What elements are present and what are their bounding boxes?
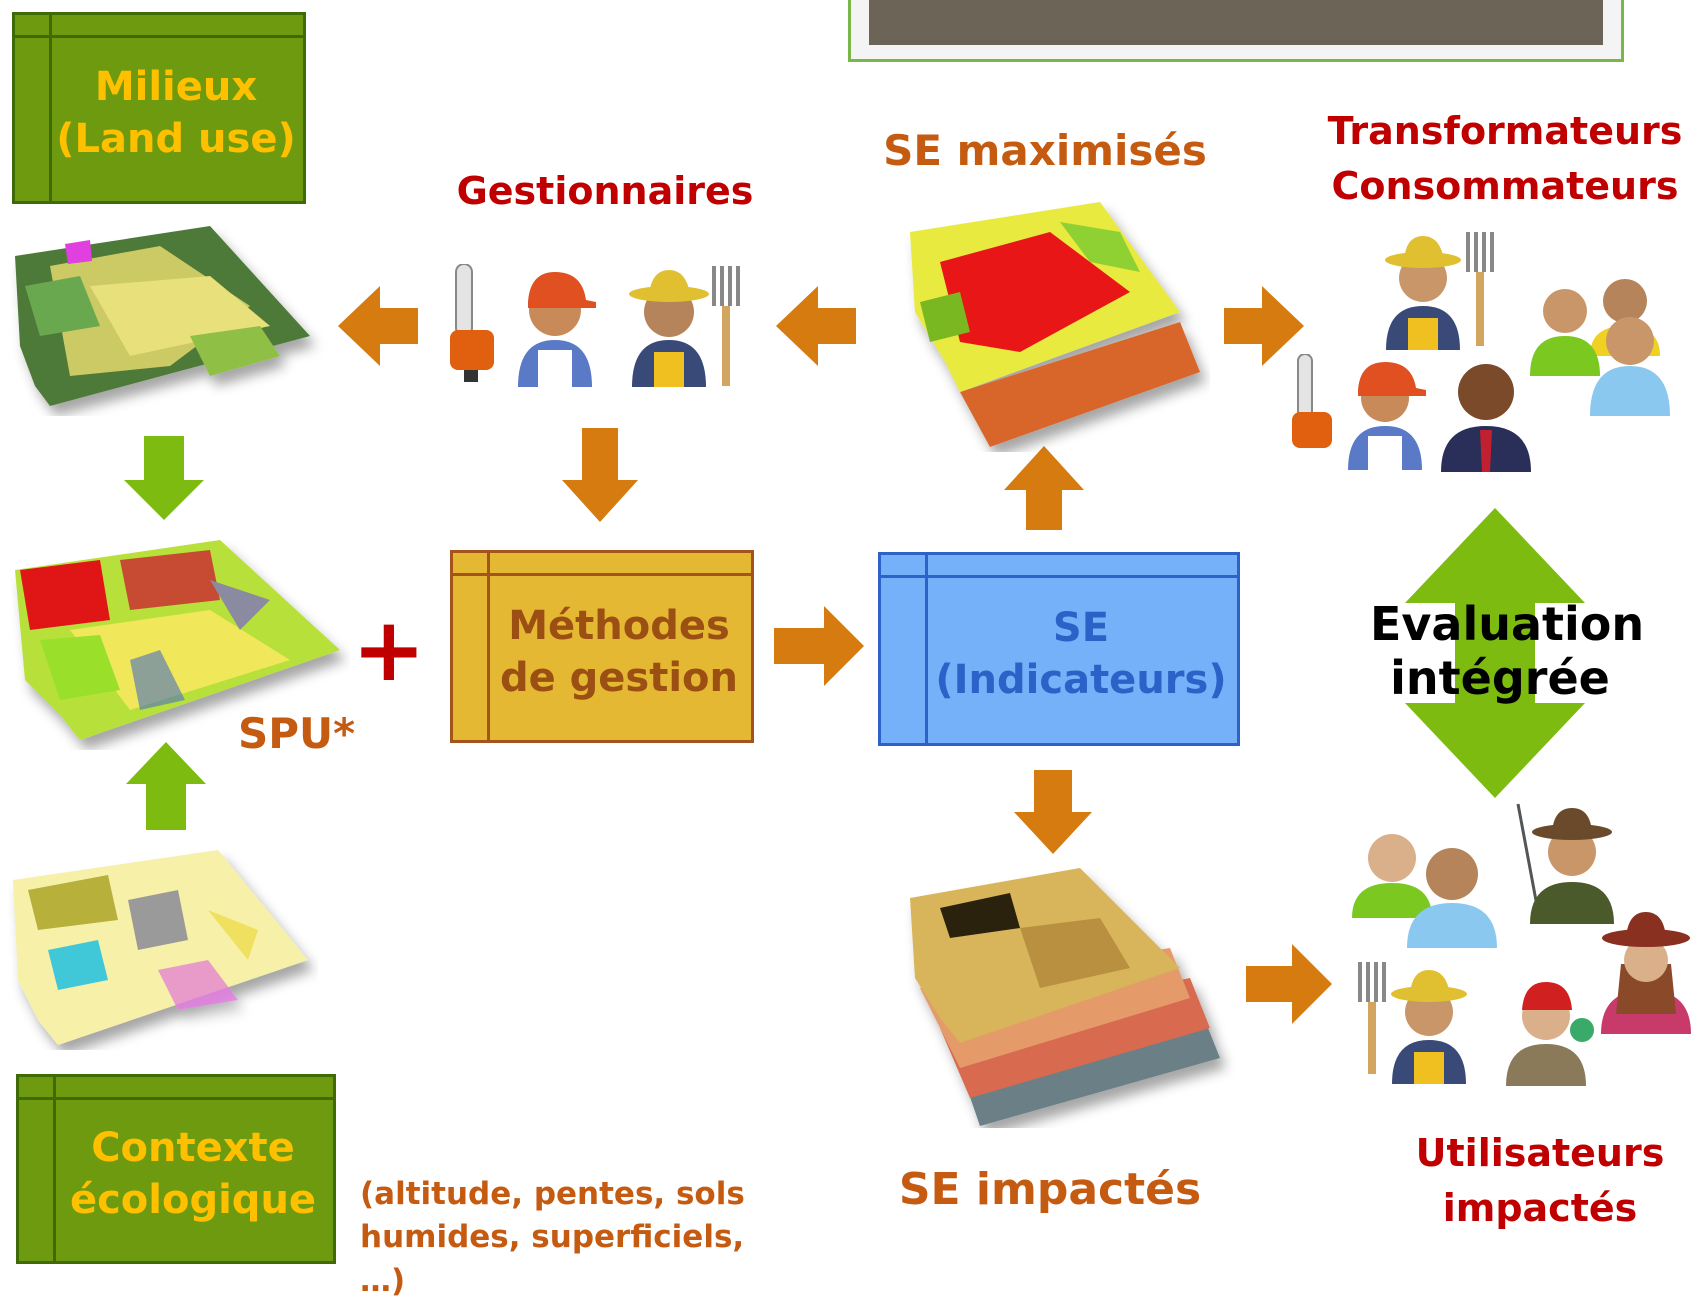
arrow-to-se [774, 606, 864, 686]
worker-icon [1348, 362, 1426, 470]
contexte-box: Contexte écologique [16, 1074, 336, 1264]
group-icon [1530, 279, 1670, 416]
evaluation-double-arrow [1405, 508, 1585, 798]
contexte-note: (altitude, pentes, sols humides, superfi… [360, 1176, 745, 1299]
box-divider [881, 575, 1237, 578]
transformateurs-label: Transformateurs Consommateurs [1327, 109, 1683, 209]
se-indicateurs-label: SE (Indicateurs) [935, 605, 1227, 703]
arrow-milieux-to-spu [124, 436, 204, 520]
arrow-to-utilisateurs [1246, 944, 1332, 1024]
spu-map [15, 540, 340, 740]
evaluation-label: Evaluation intégrée [1370, 597, 1645, 706]
land-use-map [15, 226, 310, 406]
arrow-to-transformateurs [1224, 286, 1304, 366]
farmer-icon [629, 270, 709, 387]
arrow-contexte-to-spu [126, 742, 206, 830]
methodes-box: Méthodes de gestion [450, 550, 754, 743]
box-divider [453, 573, 751, 576]
box-divider [19, 1097, 333, 1100]
arrow-to-methodes [562, 428, 638, 522]
box-divider [925, 555, 928, 743]
milieux-box: Milieux (Land use) [12, 12, 306, 204]
farmer-icon [1385, 236, 1461, 350]
methodes-label: Méthodes de gestion [499, 602, 739, 701]
plus-sign: + [352, 598, 426, 701]
chainsaw-icon [450, 264, 494, 382]
se-maximises-label: SE maximisés [883, 126, 1207, 175]
se-impactes-label: SE impactés [898, 1164, 1202, 1215]
contexte-map [13, 850, 308, 1045]
se-impactes-map [910, 868, 1220, 1126]
milieux-label: Milieux (Land use) [56, 64, 296, 162]
utilisateurs-label: Utilisateurs impactés [1415, 1131, 1665, 1231]
spu-label: SPU* [238, 709, 356, 758]
fork-icon [1466, 232, 1494, 346]
group-icon [1352, 834, 1497, 948]
box-divider [487, 553, 490, 740]
chainsaw-icon [1292, 354, 1332, 448]
contexte-label: Contexte écologique [69, 1125, 317, 1223]
gestionnaires-label: Gestionnaires [456, 169, 754, 213]
se-maximises-map [910, 202, 1200, 447]
title-banner-fill [869, 0, 1603, 45]
hunter-icon [1516, 803, 1614, 924]
worker-icon [518, 272, 596, 387]
box-divider [15, 35, 303, 38]
cowgirl-icon [1601, 912, 1691, 1034]
business-person-icon [1441, 364, 1531, 472]
arrow-to-se-maximises [1004, 446, 1084, 530]
fork-icon [712, 266, 740, 386]
arrow-to-se-impactes [1014, 770, 1092, 854]
farmer-icon [1391, 970, 1467, 1084]
arrow-to-milieux [338, 286, 418, 366]
se-indicateurs-box: SE (Indicateurs) [878, 552, 1240, 746]
fork-icon [1358, 962, 1386, 1074]
box-divider [53, 1077, 56, 1261]
box-divider [49, 15, 52, 201]
title-banner [848, 0, 1624, 62]
hiker-icon [1506, 982, 1594, 1086]
arrow-to-gestionnaires [776, 286, 856, 366]
